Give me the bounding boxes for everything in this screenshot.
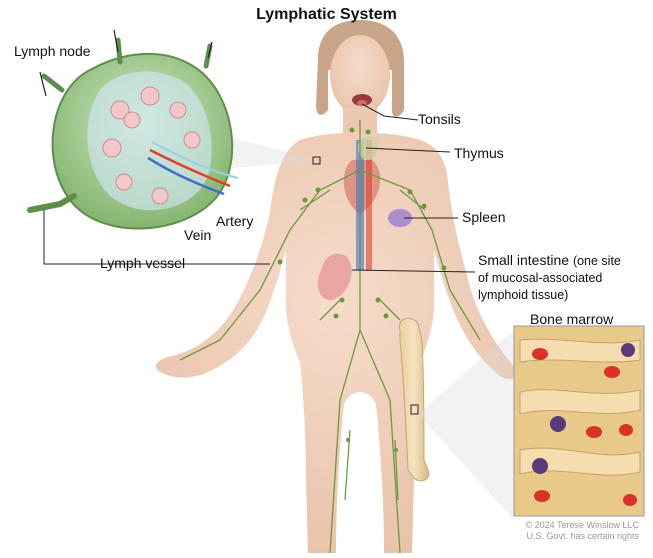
copyright-credit: © 2024 Terese Winslow LLC U.S. Govt. has… (525, 520, 639, 542)
label-artery: Artery (216, 214, 253, 229)
credit-line-1: © 2024 Terese Winslow LLC (525, 520, 639, 531)
label-lymph-vessel: Lymph vessel (100, 256, 185, 271)
label-bone-marrow: Bone marrow (530, 312, 613, 327)
small-intestine-note-2: of mucosal-associated (478, 271, 602, 285)
label-small-intestine: Small intestine (one site of mucosal-ass… (478, 252, 621, 303)
label-spleen: Spleen (462, 210, 506, 225)
label-thymus: Thymus (454, 146, 504, 161)
small-intestine-title: Small intestine (478, 252, 569, 268)
small-intestine-note-1: (one site (573, 254, 621, 268)
bone-marrow-inset (418, 326, 644, 520)
label-vein: Vein (184, 228, 211, 243)
label-tonsils: Tonsils (418, 112, 461, 127)
label-lymph-node: Lymph node (14, 44, 91, 59)
small-intestine-note-3: lymphoid tissue) (478, 288, 568, 302)
credit-line-2: U.S. Govt. has certain rights (525, 531, 639, 542)
diagram-title: Lymphatic System (0, 6, 653, 24)
